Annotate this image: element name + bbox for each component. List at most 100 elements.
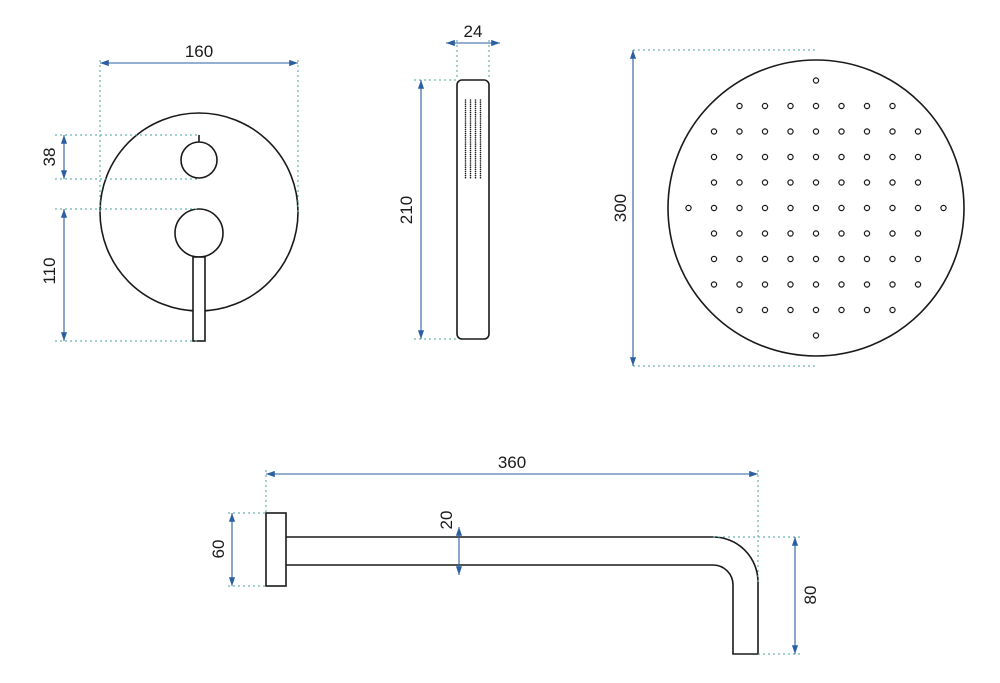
spray-hole [479,139,482,141]
spray-hole [474,164,477,166]
spray-hole [469,126,472,129]
spray-hole [469,149,472,152]
spray-hole [464,160,467,162]
nozzle-dot [812,77,820,84]
nozzle-dot [761,102,769,110]
spray-hole [479,172,482,175]
spray-hole [469,122,472,124]
shower-arm-tube [286,536,759,655]
handshower-spray-face [464,99,482,179]
spray-hole [479,132,482,135]
nozzle-dot [761,281,769,288]
spray-hole [474,126,477,129]
spray-hole [479,158,482,160]
spray-hole [464,153,467,156]
nozzle-dot [710,255,718,263]
diverter-knob [180,141,218,179]
spray-hole [464,107,467,110]
handshower-width-label: 24 [464,22,483,41]
head-diameter-label: 300 [611,194,630,222]
spray-hole [479,168,482,171]
nozzle-dot [736,306,743,314]
spray-hole [474,170,477,173]
nozzle-dot [787,179,794,186]
spray-hole [469,105,472,108]
spray-hole [464,137,467,139]
spray-hole [479,141,482,143]
nozzle-dot [889,230,896,237]
spray-hole [474,99,477,101]
spray-hole [469,99,472,101]
spray-hole [464,124,467,126]
spray-hole [479,155,482,158]
spray-hole [479,149,482,152]
spray-hole [464,122,467,124]
nozzle-dot [914,230,922,237]
spray-hole [479,170,482,173]
spray-hole [474,160,477,162]
nozzle-dot [838,128,845,135]
shower-arm-view: 360 20 60 80 [209,453,820,655]
spray-hole [464,172,467,175]
nozzle-dot [787,204,794,212]
spray-hole [474,116,477,118]
nozzle-dot [710,153,718,161]
spray-hole [479,164,482,166]
nozzle-dot [863,102,871,110]
spray-hole [479,145,482,147]
spray-hole [464,128,467,131]
spray-hole [469,137,472,139]
nozzle-dot [838,102,845,110]
nozzle-dot [812,306,820,314]
spray-hole [469,134,472,137]
spray-hole [479,130,482,133]
spray-hole [469,111,472,114]
nozzle-dot [838,204,845,212]
spray-hole [464,147,467,150]
spray-hole [474,176,477,179]
spray-hole [464,109,467,112]
nozzle-dot [863,281,871,288]
spray-hole [474,168,477,171]
spray-hole [479,111,482,114]
nozzle-dot [889,128,896,135]
nozzle-dot [736,179,743,186]
spray-hole [469,143,472,145]
nozzle-dot [914,128,922,135]
spray-hole [464,130,467,133]
nozzle-dot [812,230,820,237]
spray-hole [469,128,472,131]
spray-hole [469,172,472,175]
mixer-width-label: 160 [185,42,213,61]
spray-hole [479,126,482,129]
nozzle-dot [736,128,743,135]
spray-hole [479,137,482,139]
spray-hole [474,147,477,150]
spray-hole [474,153,477,156]
spray-hole [469,145,472,147]
spray-hole [474,162,477,164]
arm-drop-label: 80 [801,586,820,605]
spray-hole [479,99,482,101]
nozzle-dot [889,102,896,110]
mixer-view: 160 38 110 [40,42,299,342]
spray-hole [479,118,482,120]
nozzle-dot [889,179,896,186]
arm-diameter-label: 20 [437,511,456,530]
nozzle-dot [761,179,769,186]
spray-hole [469,113,472,116]
spray-hole [479,151,482,154]
nozzle-dot [914,153,922,161]
spray-hole [464,103,467,105]
nozzle-dot [787,230,794,237]
spray-hole [469,118,472,120]
spray-hole [479,120,482,122]
arm-length-label: 360 [498,453,526,472]
spray-hole [474,143,477,145]
nozzle-dot [863,306,871,314]
spray-hole [474,132,477,135]
nozzle-dot [812,281,820,288]
nozzle-dot [787,255,794,263]
lever-height-label: 110 [40,257,59,284]
